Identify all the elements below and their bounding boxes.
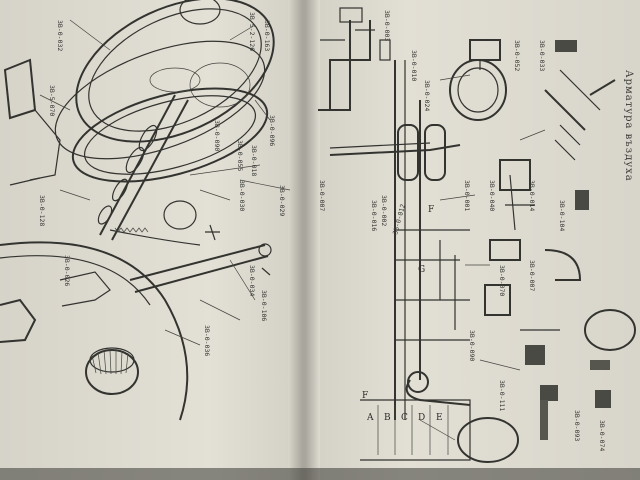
right-label-9: 3B-0-052 [513,40,521,71]
left-label-5: 3B-0-090 [213,120,221,151]
letter-C: C [401,413,408,423]
left-diagram [0,0,291,421]
letter-F-mid: F [428,205,434,215]
letter-F-top: F [362,391,368,401]
right-label-16: 3B-0-111 [498,380,506,411]
bottom-shadow [0,468,640,480]
pipe-letter-labels: F A B C D E G F [362,205,443,423]
right-label-18: 3B-0-074 [598,420,606,451]
right-label-8: 3B-0-040 [488,180,496,211]
book-gutter [288,0,320,480]
right-label-1: 3B-0-010 [410,50,418,81]
right-label-14: 3B-0-007 [528,260,536,291]
left-label-12: 3B-0-034 [248,265,256,296]
right-label-0: 3B-0-003 [383,10,391,41]
right-label-12: 3B-0-104 [558,200,566,231]
right-label-2: 3B-0-024 [423,80,431,111]
letter-D: D [418,413,425,423]
left-label-6: 3B-0-055 [236,140,244,171]
right-label-17: 3B-0-093 [573,410,581,441]
left-page [0,0,300,480]
left-label-13: 3B-0-026 [63,255,71,286]
left-label-1: 3B-0-163 [263,20,271,51]
right-diagram [318,7,636,463]
left-label-4: 3B-0-096 [268,115,276,146]
right-page-title: Арматура въздуха [623,70,634,182]
right-label-7: 3B-0-001 [463,180,471,211]
left-label-8: 3B-0-030 [238,180,246,211]
letter-A: A [366,413,374,423]
right-label-15: 3B-0-090 [468,330,476,361]
left-label-10: 3B-0-128 [38,195,46,226]
left-label-3: 3B-5-070 [48,85,56,116]
left-label-9: 3B-0-029 [278,185,286,216]
right-label-13: 3B-0-070 [498,265,506,296]
right-label-4: 3B-0-002 [380,195,388,226]
left-label-14: 3B-0-036 [203,325,211,356]
letter-G: G [418,265,425,275]
left-label-7: 3B-0-018 [250,145,258,176]
left-label-11: 3B-0-106 [260,290,268,321]
left-label-0: 3B-5-2-126 [248,12,256,51]
letter-E: E [436,413,443,423]
right-label-3: 3B-0-016 [370,200,378,231]
letter-B: B [384,413,391,423]
left-label-2: 3B-0-032 [56,20,64,51]
right-label-11: 3B-0-014 [528,180,536,211]
left-part-labels: 3B-5-2-126 3B-0-163 3B-0-032 3B-5-070 3B… [38,12,286,356]
right-label-5: 3B-0-007 [318,180,326,211]
right-page [308,0,640,480]
right-label-10: 3B-0-033 [538,40,546,71]
